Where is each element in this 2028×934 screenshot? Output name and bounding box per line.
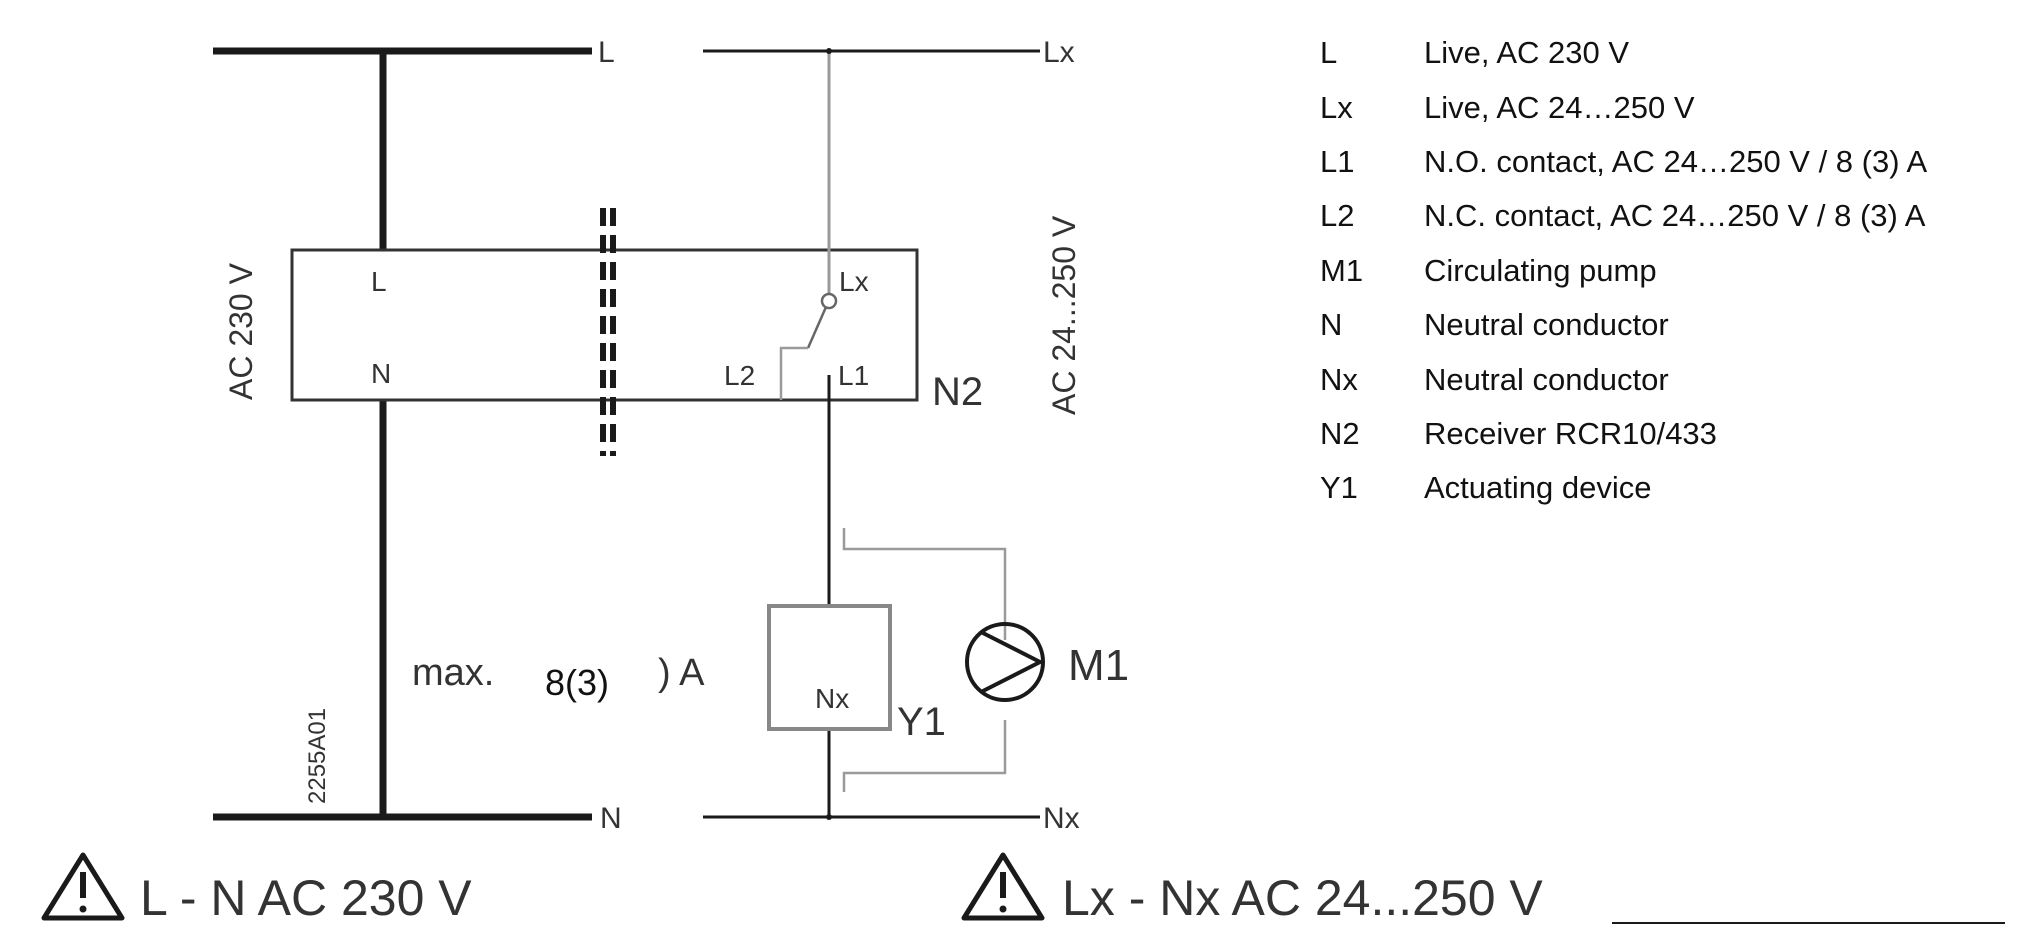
legend-item: M1 Circulating pump xyxy=(1320,244,2020,298)
legend-desc: Live, AC 24…250 V xyxy=(1424,89,1695,125)
box-label-L: L xyxy=(371,266,387,297)
legend-item: Y1 Actuating device xyxy=(1320,461,2020,515)
box-label-Lx: Lx xyxy=(839,266,869,297)
legend-item: N2 Receiver RCR10/433 xyxy=(1320,407,2020,461)
legend-code: L1 xyxy=(1320,143,1355,179)
legend-code: Lx xyxy=(1320,89,1353,125)
legend-desc: Receiver RCR10/433 xyxy=(1424,415,1717,451)
legend-code: Nx xyxy=(1320,361,1358,397)
receiver-label: N2 xyxy=(932,370,983,414)
actuator-label: Y1 xyxy=(897,700,946,744)
max-prefix: max. xyxy=(412,652,494,694)
box-label-L1: L1 xyxy=(838,360,869,391)
legend-item: N Neutral conductor xyxy=(1320,298,2020,352)
voltage-left-label: AC 230 V xyxy=(223,262,259,400)
pump-label: M1 xyxy=(1068,641,1129,690)
legend-desc: Live, AC 230 V xyxy=(1424,35,1630,71)
legend-desc: Circulating pump xyxy=(1424,252,1657,288)
legend-item: L2 N.C. contact, AC 24…250 V / 8 (3) A xyxy=(1320,189,2020,243)
junction-dot-bottom xyxy=(826,814,832,820)
junction-dot-L xyxy=(380,48,386,54)
legend-code: N2 xyxy=(1320,415,1360,451)
l2-contact xyxy=(779,346,808,400)
label-N: N xyxy=(600,802,622,835)
junction-dot-top xyxy=(826,48,832,54)
box-label-Nx: Nx xyxy=(815,683,849,714)
label-Nx: Nx xyxy=(1043,802,1080,835)
drawing-code: 2255A01 xyxy=(304,708,331,804)
pump-arrow-icon xyxy=(980,630,1045,694)
legend-desc: Neutral conductor xyxy=(1424,361,1669,397)
max-value: 8(3) xyxy=(545,662,609,703)
warning-icon xyxy=(961,852,1045,921)
max-unit: ) A xyxy=(658,652,705,694)
legend-item: L Live, AC 230 V xyxy=(1320,26,2020,80)
label-L: L xyxy=(598,36,615,69)
box-label-N: N xyxy=(371,358,391,389)
warning-right-text: Lx - Nx AC 24...250 V xyxy=(1062,870,1543,926)
legend-desc: Actuating device xyxy=(1424,470,1652,506)
switch-arm xyxy=(806,306,828,349)
pump-return-wire xyxy=(842,720,1007,792)
label-Lx: Lx xyxy=(1043,36,1075,69)
legend-desc: N.C. contact, AC 24…250 V / 8 (3) A xyxy=(1424,198,1926,234)
legend-desc: Neutral conductor xyxy=(1424,307,1669,343)
legend-code: L xyxy=(1320,35,1338,71)
legend-code: N xyxy=(1320,307,1343,343)
legend-item: Nx Neutral conductor xyxy=(1320,352,2020,406)
legend-item: Lx Live, AC 24…250 V xyxy=(1320,80,2020,134)
legend-item: L1 N.O. contact, AC 24…250 V / 8 (3) A xyxy=(1320,135,2020,189)
switch-pivot xyxy=(820,292,838,310)
box-label-L2: L2 xyxy=(724,360,755,391)
junction-dot-N xyxy=(380,814,386,820)
legend-desc: N.O. contact, AC 24…250 V / 8 (3) A xyxy=(1424,143,1928,179)
legend-code: Y1 xyxy=(1320,470,1358,506)
legend-code: M1 xyxy=(1320,252,1364,288)
actuator-box xyxy=(767,604,892,731)
pump-supply-wire xyxy=(842,528,1007,640)
warning-left-text: L - N AC 230 V xyxy=(140,870,472,926)
legend-code: L2 xyxy=(1320,198,1355,234)
warning-icon xyxy=(41,852,125,921)
legend: L Live, AC 230 V Lx Live, AC 24…250 V L1… xyxy=(1320,26,2020,516)
voltage-right-label: AC 24...250 V xyxy=(1046,215,1082,415)
